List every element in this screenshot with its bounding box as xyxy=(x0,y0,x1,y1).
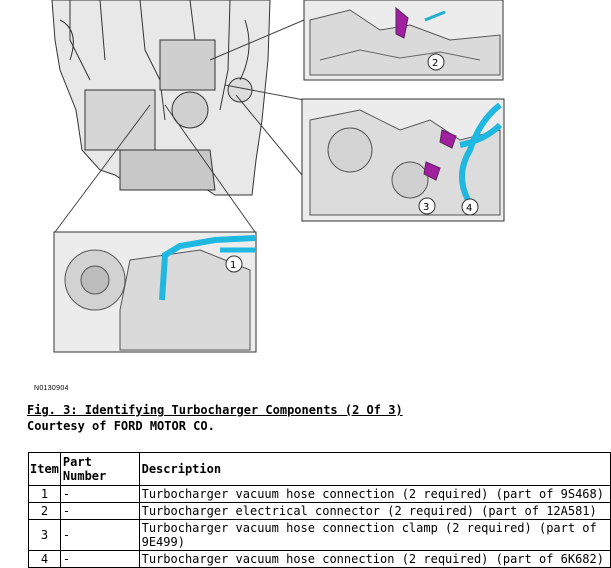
engine-block-drawing xyxy=(51,0,271,196)
figure-id-code: N0130904 xyxy=(34,385,69,392)
inset-turbocharger: 1 xyxy=(53,231,257,353)
inset-electrical-connector: 2 xyxy=(303,0,504,81)
figure-caption: Fig. 3: Identifying Turbocharger Compone… xyxy=(27,403,403,417)
cell-item: 1 xyxy=(28,485,61,503)
leader-lines xyxy=(54,19,305,233)
table-header-row: Item Part Number Description xyxy=(28,452,611,486)
callout-3: 3 xyxy=(423,202,429,213)
header-item: Item xyxy=(28,452,61,486)
courtesy-line: Courtesy of FORD MOTOR CO. xyxy=(27,419,215,433)
table-row: 2 - Turbocharger electrical connector (2… xyxy=(28,502,611,520)
header-description: Description xyxy=(138,452,611,486)
cell-description: Turbocharger vacuum hose connection (2 r… xyxy=(138,485,611,503)
callout-2: 2 xyxy=(432,58,438,69)
cell-part-number: - xyxy=(59,519,140,551)
cell-item: 2 xyxy=(28,502,61,520)
table-row: 4 - Turbocharger vacuum hose connection … xyxy=(28,550,611,568)
cell-description: Turbocharger vacuum hose connection clam… xyxy=(138,519,611,551)
cell-part-number: - xyxy=(59,550,140,568)
turbocharger-illustration: 2 3 4 1 xyxy=(51,0,505,353)
table-row: 1 - Turbocharger vacuum hose connection … xyxy=(28,485,611,503)
cell-part-number: - xyxy=(59,502,140,520)
callout-4: 4 xyxy=(466,203,472,214)
cell-item: 3 xyxy=(28,519,61,551)
cell-description: Turbocharger electrical connector (2 req… xyxy=(138,502,611,520)
header-part-number: Part Number xyxy=(59,452,140,486)
inset-vacuum-hoses: 3 4 xyxy=(301,98,505,222)
cell-description: Turbocharger vacuum hose connection (2 r… xyxy=(138,550,611,568)
cell-part-number: - xyxy=(59,485,140,503)
cell-item: 4 xyxy=(28,550,61,568)
table-row: 3 - Turbocharger vacuum hose connection … xyxy=(28,519,611,551)
callout-1: 1 xyxy=(230,260,236,271)
components-table: Item Part Number Description 1 - Turboch… xyxy=(28,452,611,568)
